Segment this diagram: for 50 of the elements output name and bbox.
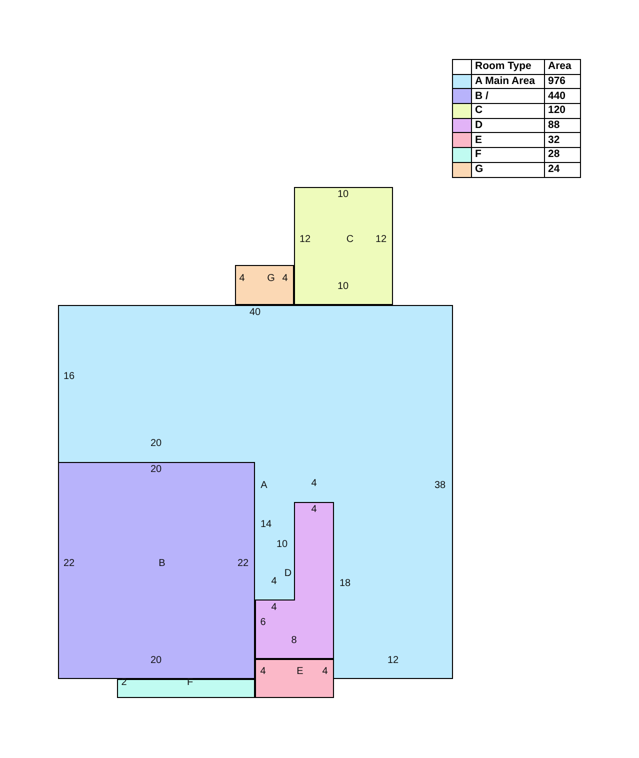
- dimension-label: 38: [434, 481, 446, 491]
- dimension-label: 6: [260, 618, 266, 628]
- room-type-cell: C: [472, 104, 544, 118]
- dimension-label: 12: [299, 235, 311, 245]
- dimension-label: 22: [237, 559, 249, 569]
- room-type-cell: F: [472, 148, 544, 162]
- column-header: Area: [544, 60, 580, 74]
- area-cell: 440: [544, 88, 580, 104]
- area-cell: 120: [544, 104, 580, 118]
- dimension-label: 4: [311, 505, 317, 515]
- room-type-cell: G: [472, 162, 544, 177]
- dimension-label: 10: [337, 282, 349, 292]
- dimension-label: 4: [322, 667, 328, 677]
- dimension-label: 2: [121, 678, 127, 688]
- dimension-label: 10: [337, 190, 349, 200]
- dimension-label: 10: [276, 540, 288, 550]
- area-cell: 28: [544, 148, 580, 162]
- column-header: Room Type: [472, 60, 544, 74]
- dimension-label: 14: [260, 520, 272, 530]
- dimension-label: 40: [249, 308, 261, 318]
- dimension-label: 12: [375, 235, 387, 245]
- room-label: F: [186, 678, 194, 688]
- dimension-label: 20: [150, 465, 162, 475]
- dimension-label: 22: [63, 559, 75, 569]
- dimension-label: 4: [271, 603, 277, 613]
- dimension-label: 4: [282, 274, 288, 284]
- dimension-label: 20: [150, 656, 162, 666]
- dimension-label: 4: [260, 667, 266, 677]
- dimension-label: 12: [387, 656, 399, 666]
- room-label: G: [267, 274, 275, 284]
- room-type-cell: E: [472, 132, 544, 148]
- dimension-label: 8: [291, 636, 297, 646]
- dimension-label: 4: [239, 274, 245, 284]
- dimension-label: 20: [150, 439, 162, 449]
- area-cell: 24: [544, 162, 580, 177]
- room-label: C: [346, 235, 354, 245]
- area-cell: 88: [544, 118, 580, 133]
- room-label: A: [260, 481, 268, 491]
- dimension-label: 4: [311, 479, 317, 489]
- room-type-cell: A Main Area: [472, 74, 544, 89]
- dimension-label: 4: [271, 577, 277, 587]
- area-cell: 32: [544, 132, 580, 148]
- room-label: D: [284, 569, 292, 579]
- dimension-label: 16: [63, 372, 75, 382]
- room-label: E: [296, 667, 304, 677]
- area-cell: 976: [544, 74, 580, 89]
- dimension-label: 18: [339, 579, 351, 589]
- room-label: B: [158, 559, 166, 569]
- room-type-cell: D: [472, 118, 544, 133]
- room-type-cell: B /: [472, 88, 544, 104]
